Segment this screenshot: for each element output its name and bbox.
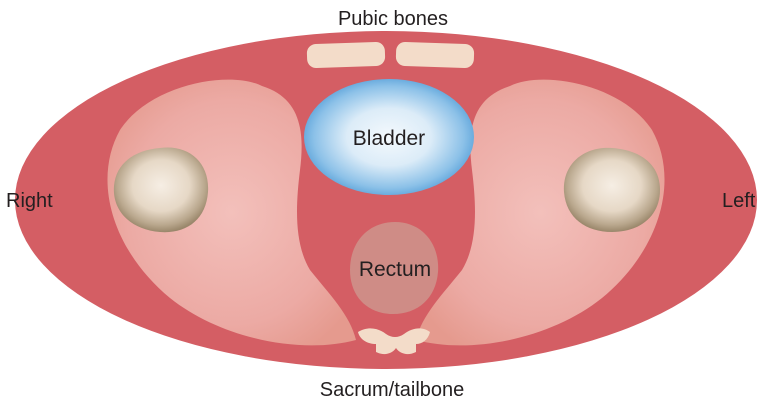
pubic-bone-left	[396, 42, 475, 69]
label-left-side: Left	[722, 190, 756, 212]
pubic-bone-right	[307, 42, 386, 69]
femur-head-right	[114, 147, 208, 232]
label-sacrum-tailbone: Sacrum/tailbone	[320, 379, 465, 401]
label-right-side: Right	[6, 190, 53, 212]
label-rectum: Rectum	[359, 258, 431, 281]
femur-head-left	[564, 148, 660, 232]
label-pubic-bones: Pubic bones	[338, 8, 448, 30]
label-bladder: Bladder	[353, 127, 425, 150]
